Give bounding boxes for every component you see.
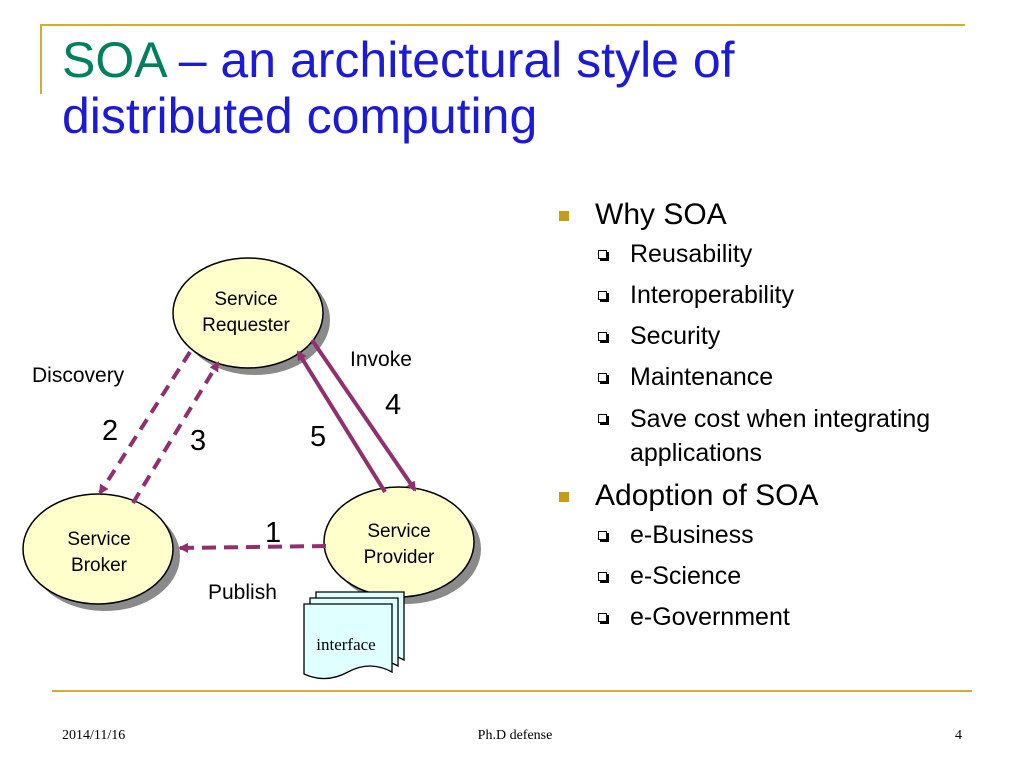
sub-bullet: e-Science [555, 560, 995, 592]
response-arrow [296, 350, 387, 494]
interface-document-stack-icon [303, 591, 405, 680]
service-provider-node [323, 486, 475, 598]
service-requester-node [172, 257, 324, 369]
checkbox-bullet-icon [598, 332, 607, 341]
title-rest: – an architectural style of distributed … [62, 32, 735, 144]
requester-label-line1: Service [214, 289, 277, 310]
checkbox-bullet-icon [598, 613, 607, 622]
discovery-response-arrow [131, 361, 220, 505]
bullet-why-soa: Why SOA [555, 198, 995, 232]
checkbox-bullet-icon [598, 531, 607, 540]
title-lead: SOA [62, 32, 165, 88]
square-bullet-icon [559, 211, 569, 221]
bullet-list: Why SOA Reusability Interoperability Sec… [555, 198, 995, 642]
sub-bullet: Reusability [555, 238, 995, 270]
sub-bullet: Maintenance [555, 361, 995, 393]
sub-bullet: Save cost when integrating applications [555, 402, 995, 470]
service-broker-node [22, 493, 174, 605]
invoke-label: Invoke [350, 348, 412, 371]
checkbox-bullet-icon [598, 373, 607, 382]
broker-label-line2: Broker [71, 555, 128, 576]
sub-bullet: Security [555, 320, 995, 352]
provider-label-line1: Service [367, 521, 430, 542]
checkbox-bullet-icon [598, 291, 607, 300]
slide-number: 4 [955, 728, 962, 743]
broker-label-line1: Service [67, 529, 130, 550]
checkbox-bullet-icon [598, 250, 607, 259]
bullet-adoption-of-soa: Adoption of SOA [555, 479, 995, 513]
slide-title: SOA – an architectural style of distribu… [62, 32, 962, 144]
footer-title: Ph.D defense [477, 728, 553, 743]
footer-divider [52, 690, 972, 692]
requester-label-line2: Requester [202, 315, 290, 336]
checkbox-bullet-icon [598, 414, 607, 423]
publish-arrow [178, 542, 327, 553]
square-bullet-icon [559, 492, 569, 502]
checkbox-bullet-icon [598, 572, 607, 581]
publish-label: Publish [208, 581, 277, 604]
step-number-1: 1 [265, 517, 281, 549]
discovery-request-arrow [98, 350, 192, 495]
footer-date: 2014/11/16 [62, 728, 126, 743]
sub-bullet: e-Government [555, 601, 995, 633]
provider-label-line2: Provider [364, 547, 435, 568]
invoke-arrow [310, 338, 417, 492]
step-number-5: 5 [310, 421, 326, 453]
step-number-3: 3 [190, 425, 206, 457]
interface-label: interface [316, 635, 375, 654]
sub-bullet: Interoperability [555, 279, 995, 311]
frame-top-line [40, 24, 965, 26]
step-number-2: 2 [102, 415, 118, 447]
step-number-4: 4 [385, 389, 401, 421]
sub-bullet: e-Business [555, 519, 995, 551]
frame-left-line [40, 24, 42, 94]
discovery-label: Discovery [32, 364, 125, 387]
